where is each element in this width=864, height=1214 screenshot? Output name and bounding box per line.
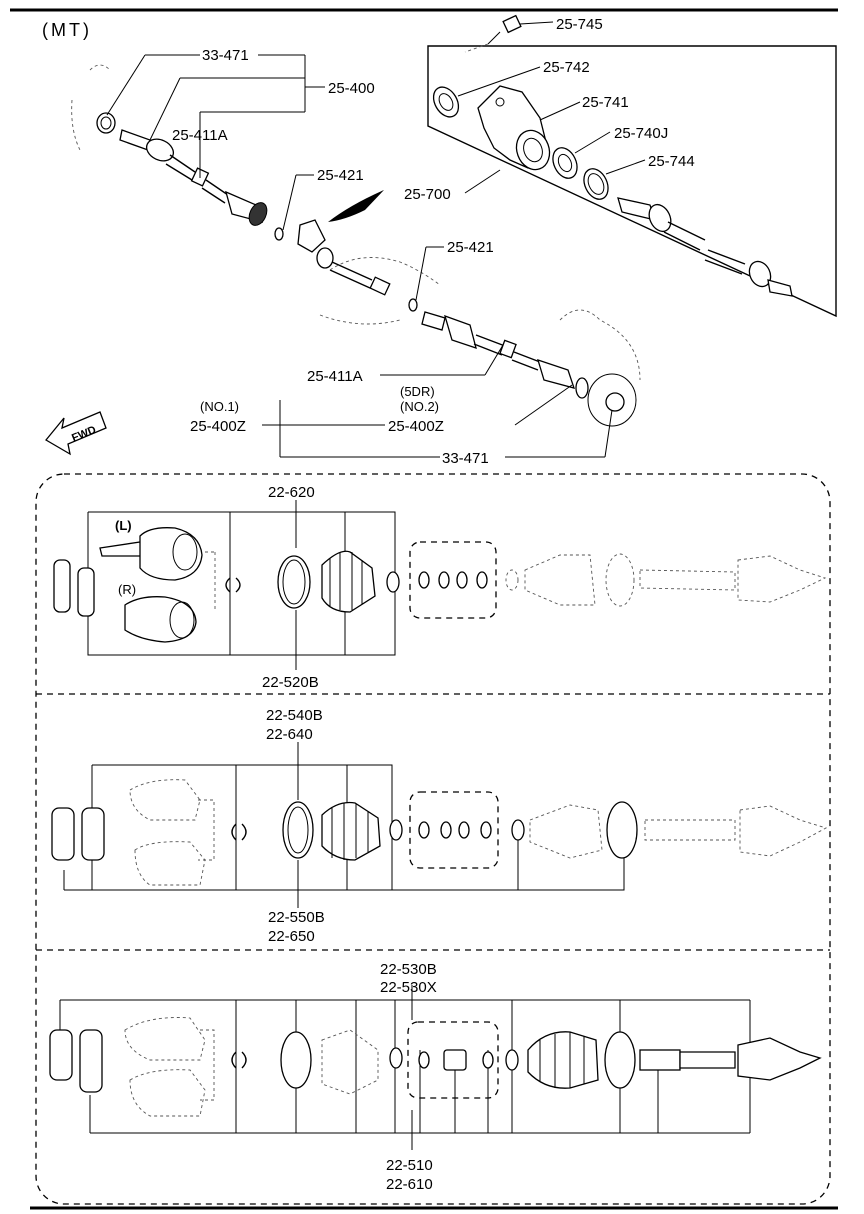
label-no1: (NO.1) (200, 399, 239, 414)
fwd-arrow: FWD (45, 411, 107, 456)
panel1-right-tag: (R) (118, 582, 136, 597)
panel3-top-label-2: 22-530X (380, 979, 437, 996)
label-25-744: 25-744 (648, 153, 695, 170)
pointer-arrow (328, 190, 384, 222)
clip-25-421-b (408, 246, 444, 312)
panel-3 (49, 985, 822, 1150)
panels-frame (35, 473, 831, 1205)
label-25-411a-top: 25-411A (172, 127, 228, 144)
bracket-25-741 (477, 85, 581, 171)
label-25-740j: 25-740J (614, 125, 668, 142)
driveshaft-25-400z (421, 309, 641, 427)
panel1-top-label: 22-620 (268, 484, 315, 501)
label-33-471-top: 33-471 (202, 47, 249, 64)
panel-1 (53, 500, 827, 670)
panel1-bottom-label: 22-520B (262, 674, 319, 691)
label-25-700: 25-700 (404, 186, 451, 203)
label-25-745: 25-745 (556, 16, 603, 33)
seal-25-742 (432, 66, 541, 118)
leader-25-700 (464, 169, 501, 194)
clip-25-421-a (274, 174, 314, 241)
panel2-top-label-2: 22-640 (266, 726, 313, 743)
label-25-400z-right: 25-400Z (388, 418, 444, 435)
panel2-top-label-1: 22-540B (266, 707, 323, 724)
label-25-742: 25-742 (543, 59, 590, 76)
panel-2 (51, 742, 828, 908)
driveshaft-25-400 (96, 112, 268, 226)
bolt-25-745 (464, 14, 554, 53)
panel3-bottom-label-1: 22-510 (386, 1157, 433, 1174)
intermediate-shaft (617, 197, 793, 297)
label-25-411a-bottom: 25-411A (307, 368, 363, 385)
label-no2: (NO.2) (400, 399, 439, 414)
ghost-outline-left (71, 64, 111, 151)
middle-shaft (297, 219, 441, 325)
label-5dr: (5DR) (400, 384, 435, 399)
label-33-471-bottom: 33-471 (442, 450, 489, 467)
label-25-400: 25-400 (328, 80, 375, 97)
label-25-400z-left: 25-400Z (190, 418, 246, 435)
label-25-741: 25-741 (582, 94, 629, 111)
bearing-25-740j (552, 131, 611, 179)
inset-box (427, 45, 837, 318)
panel2-bottom-label-1: 22-550B (268, 909, 325, 926)
mt-label: (MT) (42, 20, 92, 40)
panel1-left-tag: (L) (115, 518, 132, 533)
label-25-421-b: 25-421 (447, 239, 494, 256)
clip-25-744 (583, 159, 646, 200)
panel2-bottom-label-2: 22-650 (268, 928, 315, 945)
panel3-bottom-label-2: 22-610 (386, 1176, 433, 1193)
top-leaders (106, 54, 613, 458)
panel3-top-label-1: 22-530B (380, 961, 437, 978)
label-25-421-a: 25-421 (317, 167, 364, 184)
